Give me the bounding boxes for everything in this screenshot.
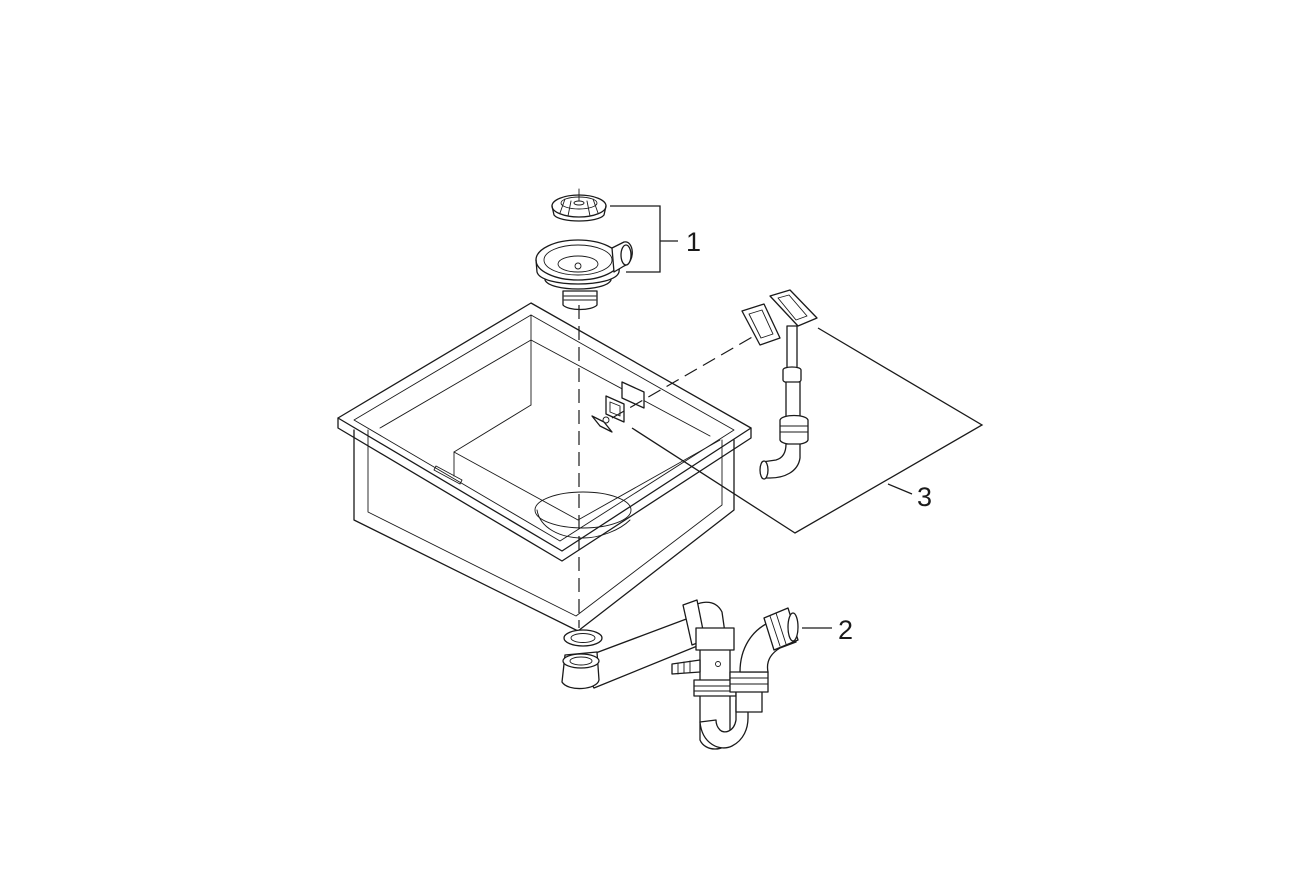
sink-bowl xyxy=(337,302,752,632)
callout-3-label: 3 xyxy=(917,482,932,512)
overflow-cover xyxy=(741,289,818,346)
callout-1-leader xyxy=(610,205,678,273)
assembly-guide-lines xyxy=(578,305,755,628)
overflow-wall-plate xyxy=(591,381,645,433)
siphon-assembly xyxy=(561,599,799,750)
callout-2-label: 2 xyxy=(838,615,853,645)
callout-3-leader xyxy=(631,327,984,534)
overflow-tube xyxy=(759,325,809,480)
strainer-basket xyxy=(551,188,607,222)
strainer-body xyxy=(535,239,633,311)
callout-1-label: 1 xyxy=(686,227,701,257)
